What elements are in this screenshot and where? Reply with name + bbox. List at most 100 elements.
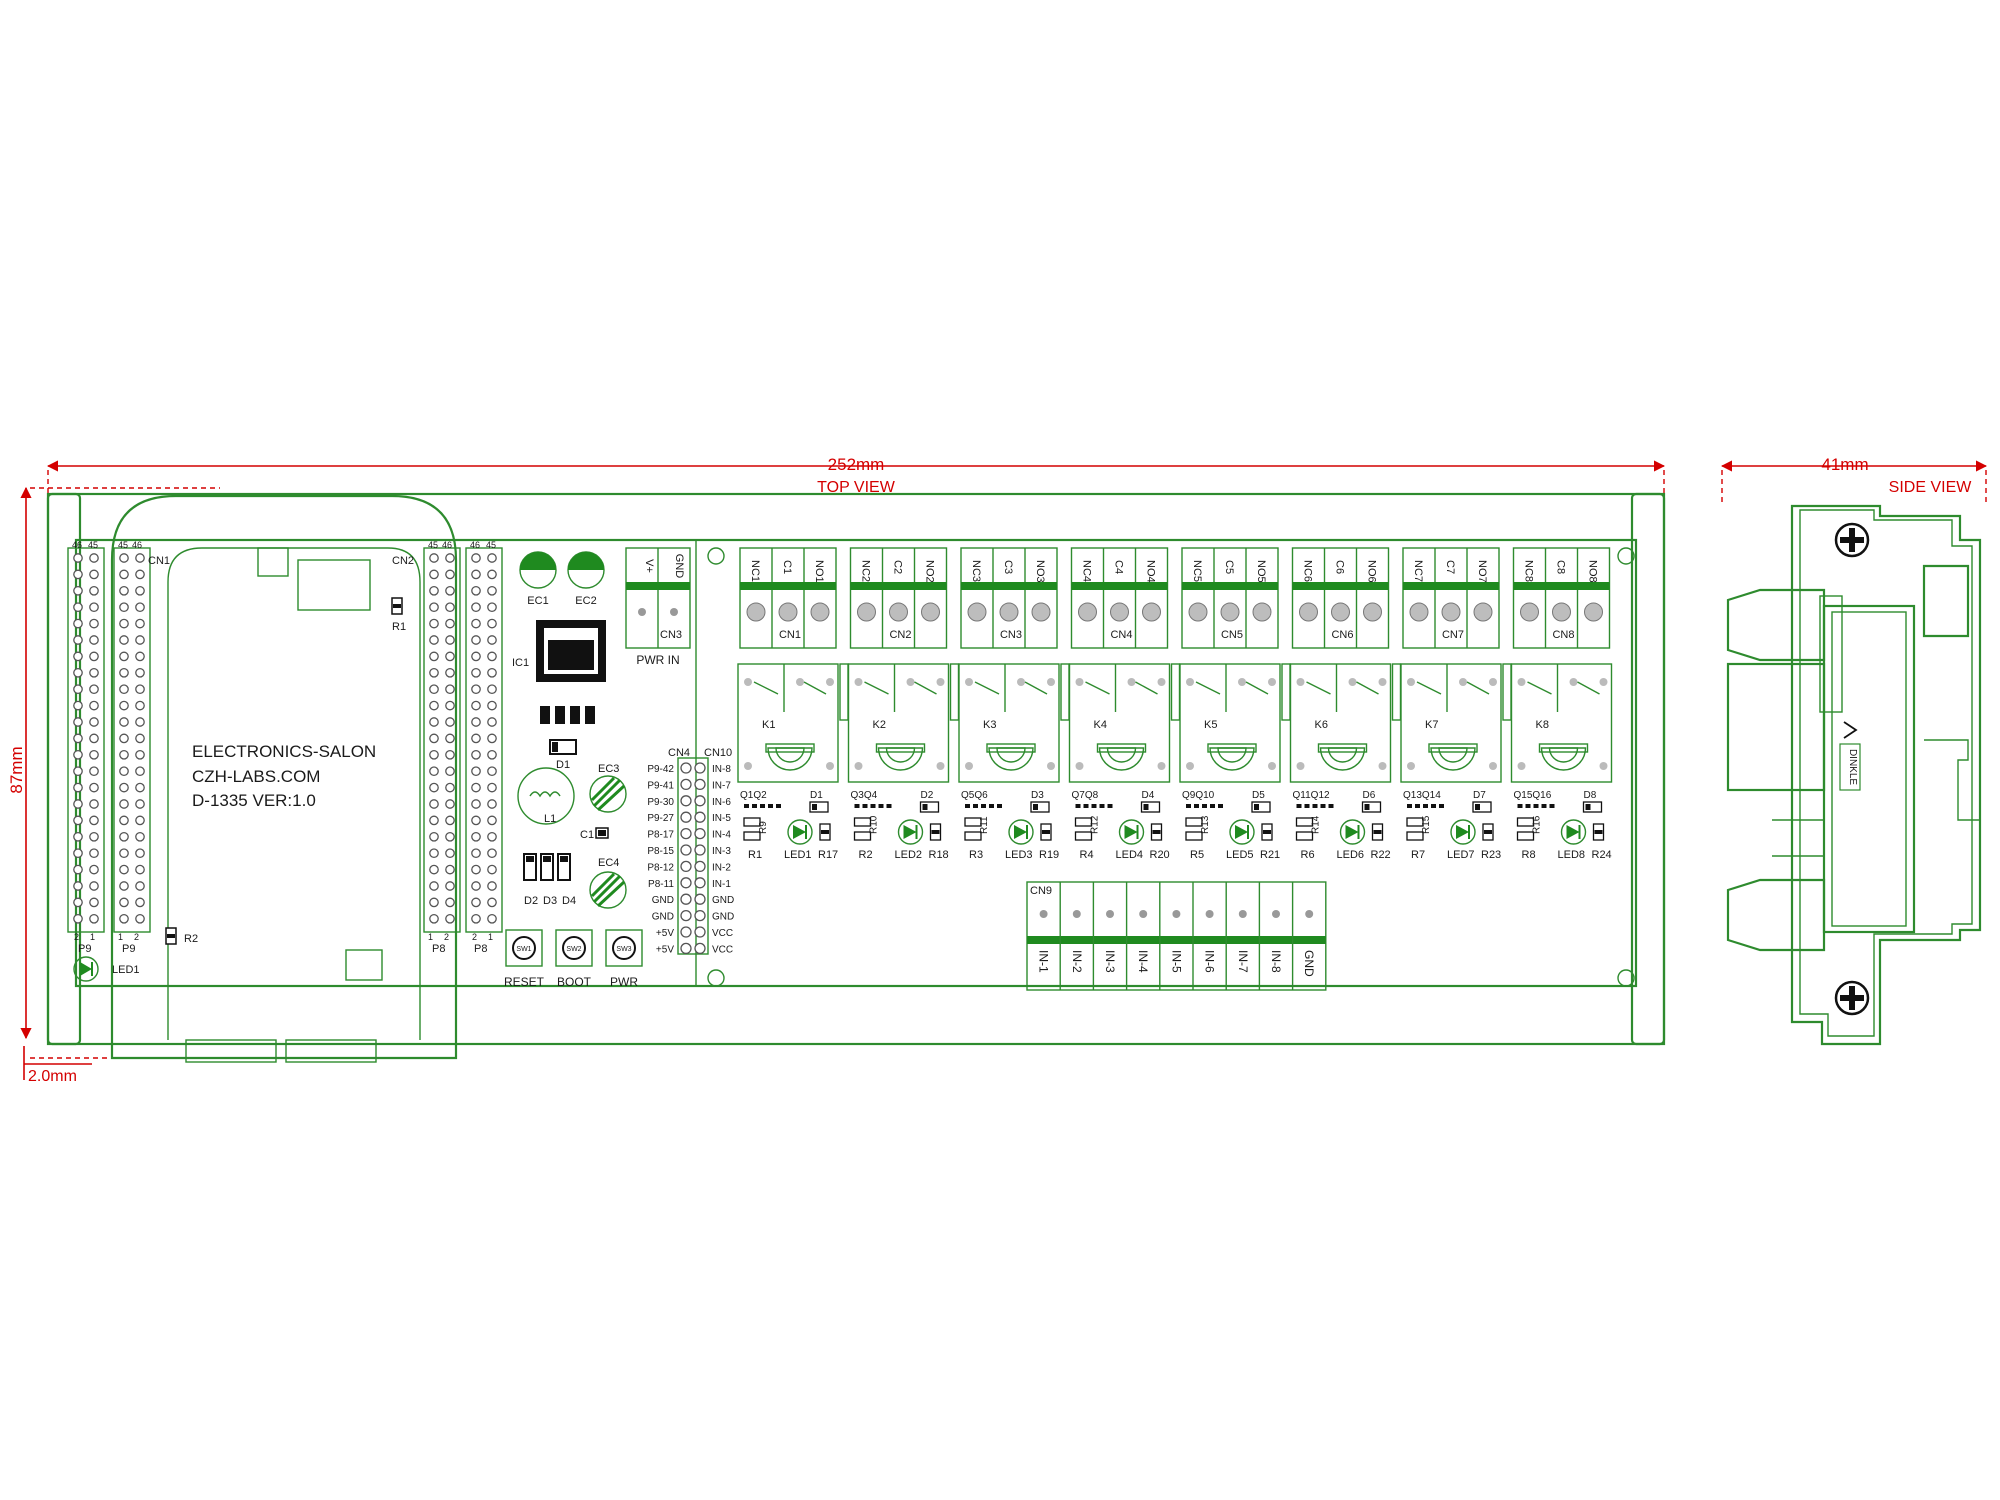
cn9-terminal-screw[interactable] <box>1139 910 1148 918</box>
output-terminal-block <box>739 547 837 649</box>
terminal-screw[interactable] <box>1299 602 1318 622</box>
resistor-label: R6 <box>1301 849 1315 861</box>
svg-text:D3: D3 <box>543 895 557 907</box>
header-pin <box>487 553 497 563</box>
switch-body[interactable] <box>555 929 593 967</box>
cn9-terminal-screw[interactable] <box>1238 910 1247 918</box>
terminal-screw[interactable] <box>1031 602 1051 622</box>
header-pin <box>89 766 99 777</box>
header-pin <box>487 602 497 613</box>
svg-text:V+: V+ <box>643 559 655 573</box>
cn10-pin <box>694 795 706 807</box>
header-pin <box>487 684 497 695</box>
terminal-screw[interactable] <box>1441 602 1461 622</box>
terminal-screw[interactable] <box>1078 602 1097 622</box>
terminal-screw[interactable] <box>1331 602 1350 622</box>
switch-button[interactable] <box>512 936 536 960</box>
header-pin <box>487 651 497 662</box>
switch-button[interactable] <box>562 936 586 960</box>
header-pin <box>135 700 145 711</box>
header-pin <box>89 684 99 695</box>
cn10-pin-label: IN-3 <box>712 846 731 857</box>
terminal-screw[interactable] <box>1252 602 1272 622</box>
terminal-screw[interactable] <box>810 602 830 622</box>
header-pin <box>445 815 455 826</box>
cn9-terminal-screw[interactable] <box>1039 910 1048 918</box>
header-pin <box>429 667 439 678</box>
cn10-pin <box>694 926 706 938</box>
relay-pin <box>854 762 863 770</box>
terminal-screw[interactable] <box>857 602 876 622</box>
header-pin <box>487 749 497 760</box>
header-pin <box>429 749 439 760</box>
terminal-screw[interactable] <box>1110 602 1129 622</box>
cn9-terminal-label: IN-6 <box>1203 950 1217 973</box>
resistor-pad <box>1406 831 1424 841</box>
terminal-screw[interactable] <box>921 602 940 622</box>
terminal-screw[interactable] <box>1584 602 1603 622</box>
output-terminal-block <box>1291 547 1390 649</box>
resistor-pad <box>1406 817 1424 827</box>
cn9-terminal-screw[interactable] <box>1305 910 1314 918</box>
header-pin <box>135 635 145 645</box>
terminal-screw[interactable] <box>746 602 766 622</box>
side-rail-hook <box>1924 739 1981 880</box>
terminal-screw[interactable] <box>1220 602 1240 622</box>
terminal-label: NO6 <box>1366 560 1378 583</box>
cn9-terminal-screw[interactable] <box>1072 910 1081 918</box>
terminal-screw[interactable] <box>1409 602 1429 622</box>
relay-pin <box>744 678 752 686</box>
terminal-screw[interactable] <box>1520 602 1539 622</box>
svg-text:EC3: EC3 <box>598 763 619 775</box>
cn9-terminal-screw[interactable] <box>1205 910 1214 918</box>
header-pin <box>73 667 83 678</box>
header-pin <box>471 733 481 744</box>
cn9-terminal-screw[interactable] <box>1106 910 1114 918</box>
header-pin <box>73 553 83 563</box>
cn9-terminal-screw[interactable] <box>1172 910 1181 918</box>
cn9-terminal-label: GND <box>1302 950 1316 977</box>
header-pin <box>73 684 83 695</box>
cn4-pin <box>680 795 692 807</box>
terminal-screw[interactable] <box>999 602 1019 622</box>
terminal-screw[interactable] <box>778 602 798 622</box>
header-pin <box>119 766 129 777</box>
header-pin <box>471 667 481 678</box>
cn4-pin <box>680 844 692 856</box>
switch-body[interactable] <box>505 929 543 967</box>
dimensions: 252mm TOP VIEW 87mm 2.0mm 41mm SIDE VIEW <box>7 455 1988 1085</box>
header-pin <box>445 864 455 875</box>
header-pin <box>471 651 481 662</box>
header-pin <box>445 684 455 695</box>
r2-label: R2 <box>184 933 198 945</box>
terminal-screw[interactable] <box>1142 602 1161 622</box>
cn9-terminal-screw[interactable] <box>1272 910 1280 918</box>
terminal-screw[interactable] <box>967 602 987 622</box>
relay-pin <box>1459 678 1467 686</box>
terminal-screw[interactable] <box>1473 602 1493 622</box>
cn2-header-label: CN2 <box>392 555 414 567</box>
switch-button[interactable] <box>612 936 636 960</box>
switch-label: PWR <box>610 975 638 989</box>
header-pin <box>135 553 145 563</box>
terminal-label: NO3 <box>1034 560 1046 583</box>
terminal-screw[interactable] <box>1363 602 1382 622</box>
cn4-pin <box>680 942 692 955</box>
relay-pin <box>1378 678 1387 686</box>
cn10-pin <box>694 893 706 905</box>
cn4-pin <box>680 926 692 938</box>
relay-pin <box>1127 678 1136 686</box>
header-pin <box>135 848 145 859</box>
terminal-screw[interactable] <box>1188 602 1208 622</box>
header-pin <box>445 717 455 727</box>
terminal-screw[interactable] <box>1552 602 1571 622</box>
relay-pin <box>1268 762 1276 770</box>
switch-body[interactable] <box>605 929 643 967</box>
switch-id-label: SW2 <box>566 946 581 953</box>
svg-text:D4: D4 <box>562 895 576 907</box>
terminal-screw[interactable] <box>889 602 908 622</box>
cn9-terminal-label: IN-3 <box>1103 950 1117 973</box>
